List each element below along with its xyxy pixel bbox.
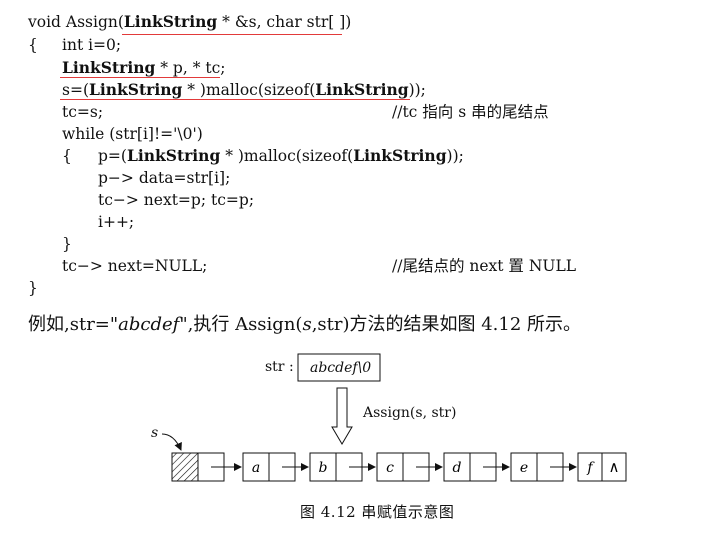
code-line-13: } — [28, 279, 38, 297]
figure-caption: 图 4.12 串赋值示意图 — [300, 503, 455, 521]
code-line-12: tc−> next=NULL; — [62, 257, 208, 275]
code-line-7-brace: { — [62, 147, 72, 165]
code-comment-5: //tc 指向 s 串的尾结点 — [392, 103, 549, 121]
code-comment-12: //尾结点的 next 置 NULL — [392, 257, 577, 275]
str-box — [297, 353, 381, 382]
code-line-8: p−> data=str[i]; — [98, 169, 231, 187]
code-line-5: tc=s; — [62, 103, 104, 121]
head-node-data — [171, 452, 199, 482]
code-line-7: p=(LinkString * )malloc(sizeof(LinkStrin… — [98, 146, 464, 165]
str-label: str : — [265, 359, 294, 375]
null-symbol: ∧ — [609, 458, 620, 476]
code-line-1: void Assign(LinkString * &s, char str[ ]… — [28, 12, 352, 31]
code-line-10: i++; — [98, 213, 135, 231]
node-d-label: d — [453, 460, 462, 476]
code-line-11: } — [62, 235, 72, 253]
node-a-label: a — [252, 460, 260, 476]
s-pointer-arrow — [161, 433, 182, 451]
node-e-label: e — [520, 460, 528, 476]
node-b-label: b — [319, 460, 328, 476]
red-underline-1 — [122, 34, 342, 35]
red-underline-3 — [60, 99, 410, 100]
code-line-6: while (str[i]!='\0') — [62, 125, 203, 143]
type-linkstring: LinkString — [123, 12, 218, 31]
body-paragraph: 例如,str="abcdef",执行 Assign(s,str)方法的结果如图 … — [28, 314, 582, 335]
red-underline-2 — [60, 77, 220, 78]
node-c-label: c — [386, 460, 394, 476]
assign-label: Assign(s, str) — [362, 405, 456, 421]
code-line-2: int i=0; — [62, 36, 122, 54]
str-value: abcdef\0 — [310, 360, 371, 376]
s-pointer-label: s — [151, 425, 158, 441]
node-f-next — [601, 452, 627, 482]
node-f-label: f — [586, 460, 595, 476]
code-line-3: LinkString * p, * tc; — [62, 58, 226, 77]
code-line-2-brace: { — [28, 36, 38, 54]
code-line-4: s=(LinkString * )malloc(sizeof(LinkStrin… — [62, 80, 426, 99]
code-line-9: tc−> next=p; tc=p; — [98, 191, 255, 209]
hollow-down-arrow-icon — [331, 387, 353, 445]
